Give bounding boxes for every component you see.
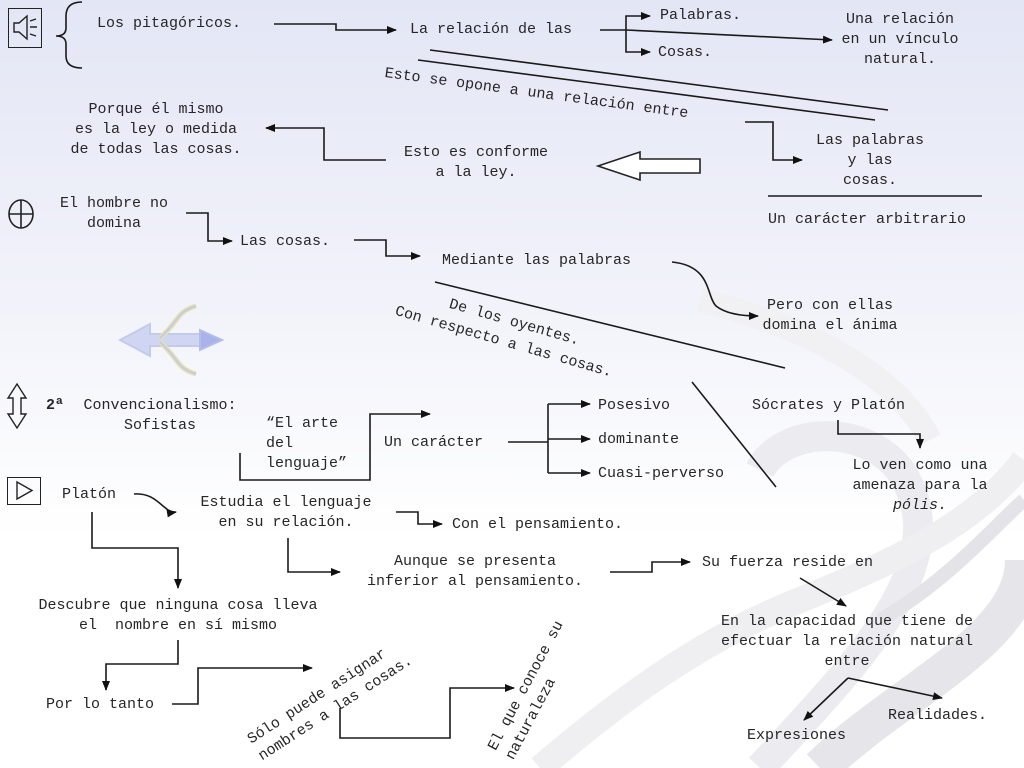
node-realidades: Realidades. xyxy=(888,707,988,724)
node-porque-el-mismo: Porque él mismo es la ley o medida de to… xyxy=(70,101,242,158)
node-lo-ven-polis: pólis. xyxy=(892,497,947,514)
node-pitagoricos: Los pitagóricos. xyxy=(97,15,242,32)
speaker-icon[interactable] xyxy=(8,8,42,48)
node-un-caracter: Un carácter xyxy=(384,434,484,451)
node-las-cosas: Las cosas. xyxy=(240,233,331,250)
triple-arrow-icon xyxy=(117,303,225,377)
node-lo-ven-line2: amenaza para la xyxy=(852,477,988,494)
node-dominante: dominante xyxy=(598,431,680,448)
node-palabras: Palabras. xyxy=(660,7,742,24)
convencionalismo-number: 2ª xyxy=(46,397,65,414)
node-su-fuerza: Su fuerza reside en xyxy=(702,554,874,571)
node-vinculo-natural: Una relación en un vínculo natural. xyxy=(841,11,959,68)
node-pero-con-ellas: Pero con ellas domina el ánima xyxy=(762,297,898,334)
node-el-arte: “El arte del lenguaje” xyxy=(266,415,348,472)
node-cosas: Cosas. xyxy=(658,44,713,61)
node-cuasi-perverso: Cuasi-perverso xyxy=(598,465,725,482)
play-icon[interactable] xyxy=(7,477,41,505)
node-mediante: Mediante las palabras xyxy=(442,252,632,269)
node-convencionalismo: Convencionalismo: Sofistas xyxy=(83,397,237,434)
node-posesivo: Posesivo xyxy=(598,397,671,414)
node-arbitrario: Un carácter arbitrario xyxy=(768,211,967,228)
node-capacidad: En la capacidad que tiene de efectuar la… xyxy=(720,613,974,670)
node-relacion-de-las: La relación de las xyxy=(410,21,573,38)
node-por-lo-tanto: Por lo tanto xyxy=(46,696,155,713)
node-socrates-platon: Sócrates y Platón xyxy=(752,397,906,414)
node-con-pensamiento: Con el pensamiento. xyxy=(452,516,624,533)
node-platon: Platón xyxy=(62,486,117,503)
node-expresiones: Expresiones xyxy=(747,727,847,744)
node-conforme-ley: Esto es conforme a la ley. xyxy=(403,144,549,181)
node-palabras-y-cosas: Las palabras y las cosas. xyxy=(815,132,925,189)
node-hombre-no-domina: El hombre no domina xyxy=(59,195,169,232)
hollow-left-arrow-icon xyxy=(595,150,701,182)
up-down-arrow-icon[interactable] xyxy=(6,382,28,430)
node-aunque: Aunque se presenta inferior al pensamien… xyxy=(366,553,584,590)
node-estudia: Estudia el lenguaje en su relación. xyxy=(200,494,372,531)
crosshair-icon[interactable] xyxy=(6,196,36,232)
node-lo-ven-line1: Lo ven como una xyxy=(852,457,988,474)
node-descubre: Descubre que ninguna cosa lleva el nombr… xyxy=(38,597,318,634)
